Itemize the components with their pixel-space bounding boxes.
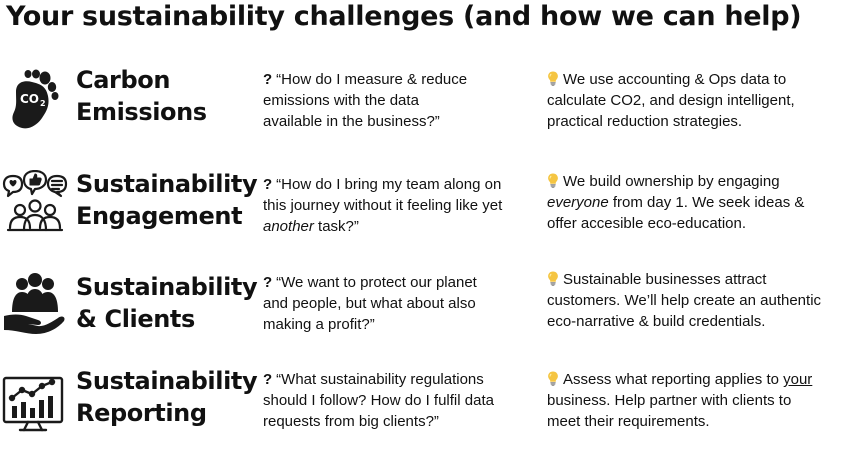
- question-mark: ?: [263, 71, 273, 88]
- challenge-row-engagement: Sustainability Engagement ?“How do I bri…: [0, 166, 844, 258]
- question-text: ?“We want to protect our planet and peop…: [263, 274, 477, 333]
- row-heading: Carbon Emissions: [76, 66, 207, 126]
- page-title: Your sustainability challenges (and how …: [6, 1, 802, 32]
- question-mark: ?: [263, 176, 273, 193]
- lightbulb-icon: [547, 71, 559, 86]
- question-text: ?“How do I bring my team along on this j…: [263, 176, 503, 235]
- lightbulb-icon: [547, 173, 559, 188]
- lightbulb-icon: [547, 371, 559, 386]
- row-heading: Sustainability Engagement: [76, 170, 258, 230]
- answer-text: We use accounting & Ops data to calculat…: [547, 71, 795, 130]
- answer-text: We build ownership by engaging everyone …: [547, 173, 805, 232]
- challenge-row-clients: Sustainability & Clients ?“We want to pr…: [0, 268, 844, 360]
- challenge-row-carbon: CO 2 Carbon Emissions ?“How do I measure…: [0, 62, 844, 154]
- question-mark: ?: [263, 274, 273, 291]
- reporting-chart-icon: [2, 368, 68, 434]
- lightbulb-icon: [547, 271, 559, 286]
- co2-label: CO: [20, 92, 39, 106]
- row-heading: Sustainability Reporting: [76, 367, 258, 427]
- clients-hand-icon: [2, 272, 68, 338]
- challenge-row-reporting: Sustainability Reporting ?“What sustaina…: [0, 364, 844, 456]
- question-text: ?“What sustainability regulations should…: [263, 371, 494, 430]
- answer-text: Sustainable businesses attract customers…: [547, 271, 822, 330]
- row-heading: Sustainability & Clients: [76, 273, 258, 333]
- co2-label-subscript: 2: [40, 99, 46, 108]
- question-mark: ?: [263, 371, 273, 388]
- answer-text: Assess what reporting applies to your bu…: [547, 371, 813, 430]
- co2-footprint-icon: CO 2: [2, 66, 68, 132]
- engagement-feedback-icon: [2, 170, 68, 236]
- question-text: ?“How do I measure & reduce emissions wi…: [263, 71, 468, 130]
